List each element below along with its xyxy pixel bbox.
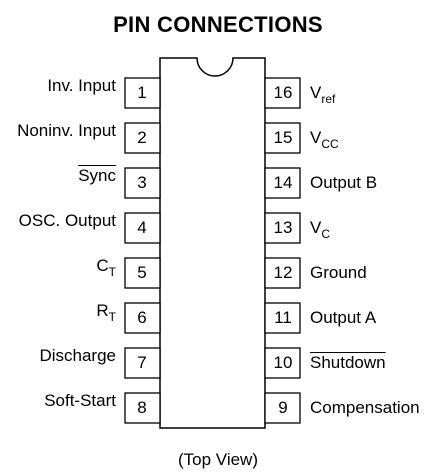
- pin-box-13: [264, 212, 301, 244]
- pin-label-1: Inv. Input: [47, 76, 116, 95]
- pin-label-9: Compensation: [310, 398, 420, 417]
- pin-box-1: [124, 77, 161, 109]
- pin-label-7: Discharge: [39, 346, 116, 365]
- pin-number-3: 3: [137, 173, 147, 192]
- pin-number-13: 13: [273, 218, 293, 237]
- pin-box-16: [264, 77, 301, 109]
- pin-label-4: OSC. Output: [18, 211, 116, 230]
- pin-label-14: Output B: [310, 173, 378, 192]
- pin-box-4: [124, 212, 161, 244]
- pin-box-2: [124, 122, 161, 154]
- pin-box-10: [264, 347, 301, 379]
- pin-label-3: Sync: [78, 166, 116, 185]
- pin-label-6: RT: [96, 301, 116, 324]
- pin-box-3: [124, 167, 161, 199]
- pin-number-2: 2: [137, 128, 147, 147]
- pin-label-8: Soft-Start: [44, 391, 116, 410]
- pin-number-10: 10: [273, 353, 293, 372]
- pin-box-14: [264, 167, 301, 199]
- pin-box-6: [124, 302, 161, 334]
- pin-number-1: 1: [137, 83, 147, 102]
- pin-label-15: VCC: [310, 128, 339, 151]
- pin-label-12: Ground: [310, 263, 367, 282]
- pin-number-9: 9: [278, 398, 288, 417]
- pin-number-16: 16: [273, 83, 293, 102]
- pin-label-2: Noninv. Input: [17, 121, 116, 140]
- pin-number-5: 5: [137, 263, 147, 282]
- pin-number-4: 4: [137, 218, 147, 237]
- pin-label-11: Output A: [310, 308, 377, 327]
- pin-box-5: [124, 257, 161, 289]
- pin-box-7: [124, 347, 161, 379]
- pin-number-6: 6: [137, 308, 147, 327]
- pin-label-5: CT: [96, 256, 116, 279]
- pin-box-11: [264, 302, 301, 334]
- pin-box-12: [264, 257, 301, 289]
- package-body: [159, 57, 266, 429]
- pin-label-16: Vref: [310, 83, 336, 106]
- pin-box-15: [264, 122, 301, 154]
- diagram-title: PIN CONNECTIONS: [113, 12, 323, 37]
- pin-number-11: 11: [274, 308, 292, 327]
- pin-label-10: Shutdown: [310, 353, 386, 372]
- pin-box-9: [264, 392, 301, 424]
- pin-number-12: 12: [273, 263, 293, 282]
- pin-box-8: [124, 392, 161, 424]
- caption: (Top View): [178, 450, 258, 469]
- pin-number-7: 7: [137, 353, 147, 372]
- pin-label-13: VC: [310, 218, 331, 241]
- pin-number-14: 14: [273, 173, 293, 192]
- pin-number-15: 15: [273, 128, 293, 147]
- pin-number-8: 8: [137, 398, 147, 417]
